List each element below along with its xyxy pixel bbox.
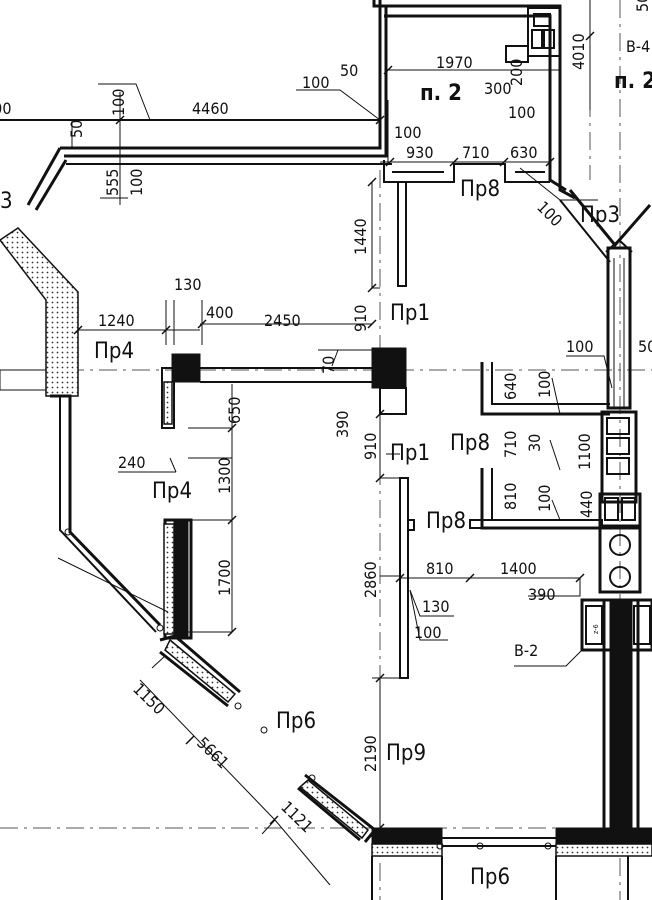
dim-440: 440 <box>577 491 596 518</box>
dimension-lines <box>0 0 613 886</box>
dim-4010: 4010 <box>569 33 588 70</box>
element-labels: Пр1 Пр1 Пр3 Пр4 Пр4 Пр6 Пр6 Пр8 Пр8 Пр8 … <box>0 37 652 890</box>
dim-100-a: 100 <box>302 73 329 92</box>
dim-1700: 1700 <box>215 559 234 596</box>
dim-910-a: 910 <box>351 305 370 332</box>
dim-100-i: 100 <box>535 485 554 512</box>
label-pr4-lower: Пр4 <box>152 479 192 504</box>
dim-1121: 1121 <box>277 797 317 836</box>
dim-400: 400 <box>206 303 233 322</box>
dim-50-r: 50 <box>633 0 652 12</box>
dim-100-h: 100 <box>535 371 554 398</box>
dimension-ticks <box>73 31 595 833</box>
vent-label: z-6 <box>592 624 600 634</box>
dim-810-r: 810 <box>501 483 520 510</box>
dim-130-b: 130 <box>422 597 449 616</box>
dim-1970: 1970 <box>436 53 473 72</box>
dim-100-e: 100 <box>127 169 146 196</box>
label-pr1-lower: Пр1 <box>390 441 430 466</box>
room-label-n2-center: п. 2 <box>420 81 462 106</box>
dim-640: 640 <box>501 373 520 400</box>
dim-650: 650 <box>225 397 244 424</box>
dim-810-b: 810 <box>426 559 453 578</box>
dim-100-g: 100 <box>566 337 593 356</box>
door-details <box>0 369 552 850</box>
label-pr8-mid: Пр8 <box>450 431 490 456</box>
dim-710-r: 710 <box>501 431 520 458</box>
dim-1400: 1400 <box>500 559 537 578</box>
dim-710-top: 710 <box>462 143 489 162</box>
dim-4460: 4460 <box>192 99 229 118</box>
room-label-n2-right: п. 2 <box>614 69 652 94</box>
dim-300: 300 <box>484 79 511 98</box>
label-pr1-upper: Пр1 <box>390 301 430 326</box>
dim-100-j: 100 <box>414 623 441 642</box>
dim-240: 240 <box>118 453 145 472</box>
label-pr4-upper: Пр4 <box>94 339 134 364</box>
dim-1100: 1100 <box>575 433 594 470</box>
dim-390-b: 390 <box>528 585 555 604</box>
dim-1240: 1240 <box>98 311 135 330</box>
label-pr3: Пр3 <box>580 203 620 228</box>
dim-100-d: 100 <box>394 123 421 142</box>
label-edge-3: 3 <box>0 189 13 214</box>
edge-50-text: 50 <box>638 337 652 356</box>
dim-1300: 1300 <box>215 457 234 494</box>
dim-910-b: 910 <box>361 433 380 460</box>
dim-555: 555 <box>103 169 122 196</box>
dim-200: 200 <box>507 59 526 86</box>
dim-5661: 5661 <box>193 733 233 772</box>
dim-100-c: 100 <box>508 103 535 122</box>
label-pr8-top: Пр8 <box>460 177 500 202</box>
dim-100-top: 100 <box>109 89 128 116</box>
label-pr6-angled: Пр6 <box>276 709 316 734</box>
dim-100-left: 100 <box>0 99 11 118</box>
dim-70: 70 <box>319 356 338 374</box>
label-b4: В-4 <box>626 37 650 56</box>
label-pr8-low: Пр8 <box>426 509 466 534</box>
dim-630: 630 <box>510 143 537 162</box>
label-pr6-bottom: Пр6 <box>470 865 510 890</box>
dim-2190: 2190 <box>361 735 380 772</box>
label-b2: В-2 <box>514 641 538 660</box>
dim-1440: 1440 <box>351 218 370 255</box>
dim-930: 930 <box>406 143 433 162</box>
dim-2860: 2860 <box>361 561 380 598</box>
dim-390-a: 390 <box>333 411 352 438</box>
label-pr9: Пр9 <box>386 741 426 766</box>
dim-130-top: 130 <box>174 275 201 294</box>
dimension-texts: 100 4460 100 50 100 50 1970 300 200 100 … <box>0 0 652 836</box>
dim-1150: 1150 <box>129 679 169 718</box>
dim-50-b: 50 <box>340 61 358 80</box>
dim-2450: 2450 <box>264 311 301 330</box>
dim-30: 30 <box>525 434 544 452</box>
dim-50-top: 50 <box>67 120 86 138</box>
